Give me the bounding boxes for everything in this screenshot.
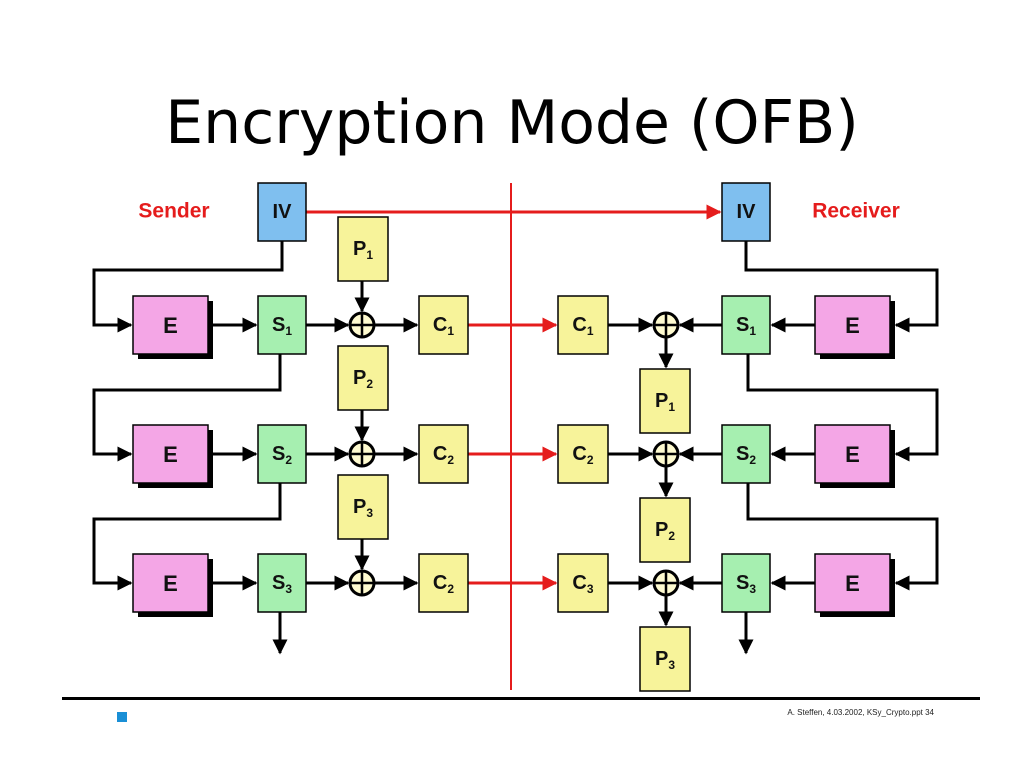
sender-p-box-1: [337, 216, 389, 282]
receiver-label: Receiver: [812, 200, 900, 223]
receiver-e-label-3: E: [845, 571, 860, 596]
sender-s-label-1: S1: [272, 314, 292, 338]
receiver-e-box-1: [814, 295, 891, 355]
sender-e-box-1: [132, 295, 209, 355]
sender-c-label-1: C1: [433, 314, 454, 338]
iv-label-receiver: IV: [737, 201, 757, 223]
receiver-e-box-2: [814, 424, 891, 484]
iv-box-receiver: [721, 182, 771, 242]
receiver-c-box-1: [557, 295, 609, 355]
receiver-e-box-3: [814, 553, 891, 613]
receiver-p-label-2: P2: [655, 519, 675, 543]
receiver-s-label-1: S1: [736, 314, 756, 338]
sender-c-box-2: [418, 424, 469, 484]
receiver-e-label-2: E: [845, 442, 860, 467]
receiver-c-label-2: C2: [572, 443, 593, 467]
receiver-c-box-3: [557, 553, 609, 613]
receiver-p-box-1: [639, 368, 691, 434]
sender-feedback-1: [92, 354, 282, 462]
receiver-p-box-3: [639, 626, 691, 692]
iv-label-sender: IV: [273, 201, 293, 223]
receiver-s-label-3: S3: [736, 572, 756, 596]
receiver-c-box-2: [557, 424, 609, 484]
receiver-p-label-1: P1: [655, 390, 675, 414]
sender-s-label-3: S3: [272, 572, 292, 596]
footer-citation: A. Steffen, 4.03.2002, KSy_Crypto.ppt 34: [787, 708, 934, 717]
sender-c-box-1: [418, 295, 469, 355]
receiver-feedback-2: [746, 483, 939, 591]
receiver-c-label-1: C1: [572, 314, 593, 338]
receiver-s-box-2: [721, 424, 771, 484]
page-title: Encryption Mode (OFB): [165, 88, 859, 158]
receiver-iv-feed: [744, 241, 939, 333]
receiver-s-box-3: [721, 553, 771, 613]
sender-feedback-2: [92, 483, 282, 591]
sender-p-label-1: P1: [353, 238, 373, 262]
footer-rule: [62, 697, 980, 700]
sender-p-label-2: P2: [353, 367, 373, 391]
sender-iv-feed: [92, 241, 284, 333]
sender-label: Sender: [138, 200, 209, 223]
sender-p-label-3: P3: [353, 496, 373, 520]
receiver-s-label-2: S2: [736, 443, 756, 467]
sender-e-label-2: E: [163, 442, 178, 467]
sender-s-box-1: [257, 295, 307, 355]
receiver-p-label-3: P3: [655, 648, 675, 672]
sender-e-label-1: E: [163, 313, 178, 338]
receiver-s-box-1: [721, 295, 771, 355]
receiver-e-label-1: E: [845, 313, 860, 338]
receiver-c-label-3: C3: [572, 572, 593, 596]
receiver-p-box-2: [639, 497, 691, 563]
bullet-square-icon: [117, 712, 127, 722]
sender-p-box-2: [337, 345, 389, 411]
sender-c-label-3: C2: [433, 572, 454, 596]
sender-s-box-2: [257, 424, 307, 484]
receiver-feedback-1: [746, 354, 939, 462]
iv-box-sender: [257, 182, 307, 242]
sender-s-label-2: S2: [272, 443, 292, 467]
sender-c-box-3: [418, 553, 469, 613]
sender-e-label-3: E: [163, 571, 178, 596]
sender-e-box-2: [132, 424, 209, 484]
sender-s-box-3: [257, 553, 307, 613]
sender-c-label-2: C2: [433, 443, 454, 467]
sender-e-box-3: [132, 553, 209, 613]
sender-p-box-3: [337, 474, 389, 540]
